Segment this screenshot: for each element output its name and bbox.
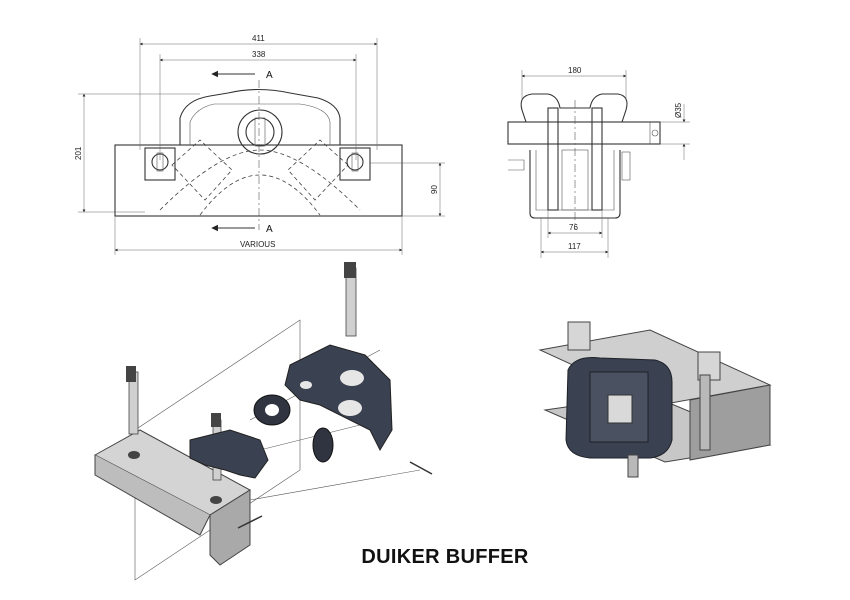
dim-inner-width: 76 (569, 223, 578, 232)
base-bracket (114, 144, 403, 217)
dim-height: 201 (74, 146, 83, 160)
exploded-clamp (189, 429, 269, 479)
side-pin (507, 121, 661, 145)
buffer-body (179, 88, 341, 145)
exploded-pin-left (126, 366, 139, 435)
drawing-title: DUIKER BUFFER (361, 546, 529, 568)
dim-overall-width: 411 (252, 34, 265, 43)
center-pin (237, 109, 283, 155)
side-view: 180 Ø35 76 117 (507, 66, 690, 258)
exploded-pin-top (344, 262, 357, 337)
dim-length: VARIOUS (240, 240, 275, 249)
rubber-roller (312, 427, 334, 463)
rubber-buffer (520, 93, 628, 123)
dim-top-width: 180 (568, 66, 582, 75)
dim-bracket-height: 90 (430, 185, 439, 194)
dim-hole-spacing: 338 (252, 50, 266, 59)
dim-base-width: 117 (568, 242, 581, 251)
section-label-bottom: A (266, 224, 273, 235)
right-bolt-block (339, 147, 371, 181)
exploded-view (93, 262, 433, 581)
assembled-view (538, 321, 772, 478)
section-label-top: A (266, 70, 273, 81)
dim-pin-diameter: Ø35 (674, 102, 683, 118)
front-view: A A 411 338 201 90 VARIOUS (74, 34, 445, 255)
exploded-buffer-body (284, 344, 393, 452)
